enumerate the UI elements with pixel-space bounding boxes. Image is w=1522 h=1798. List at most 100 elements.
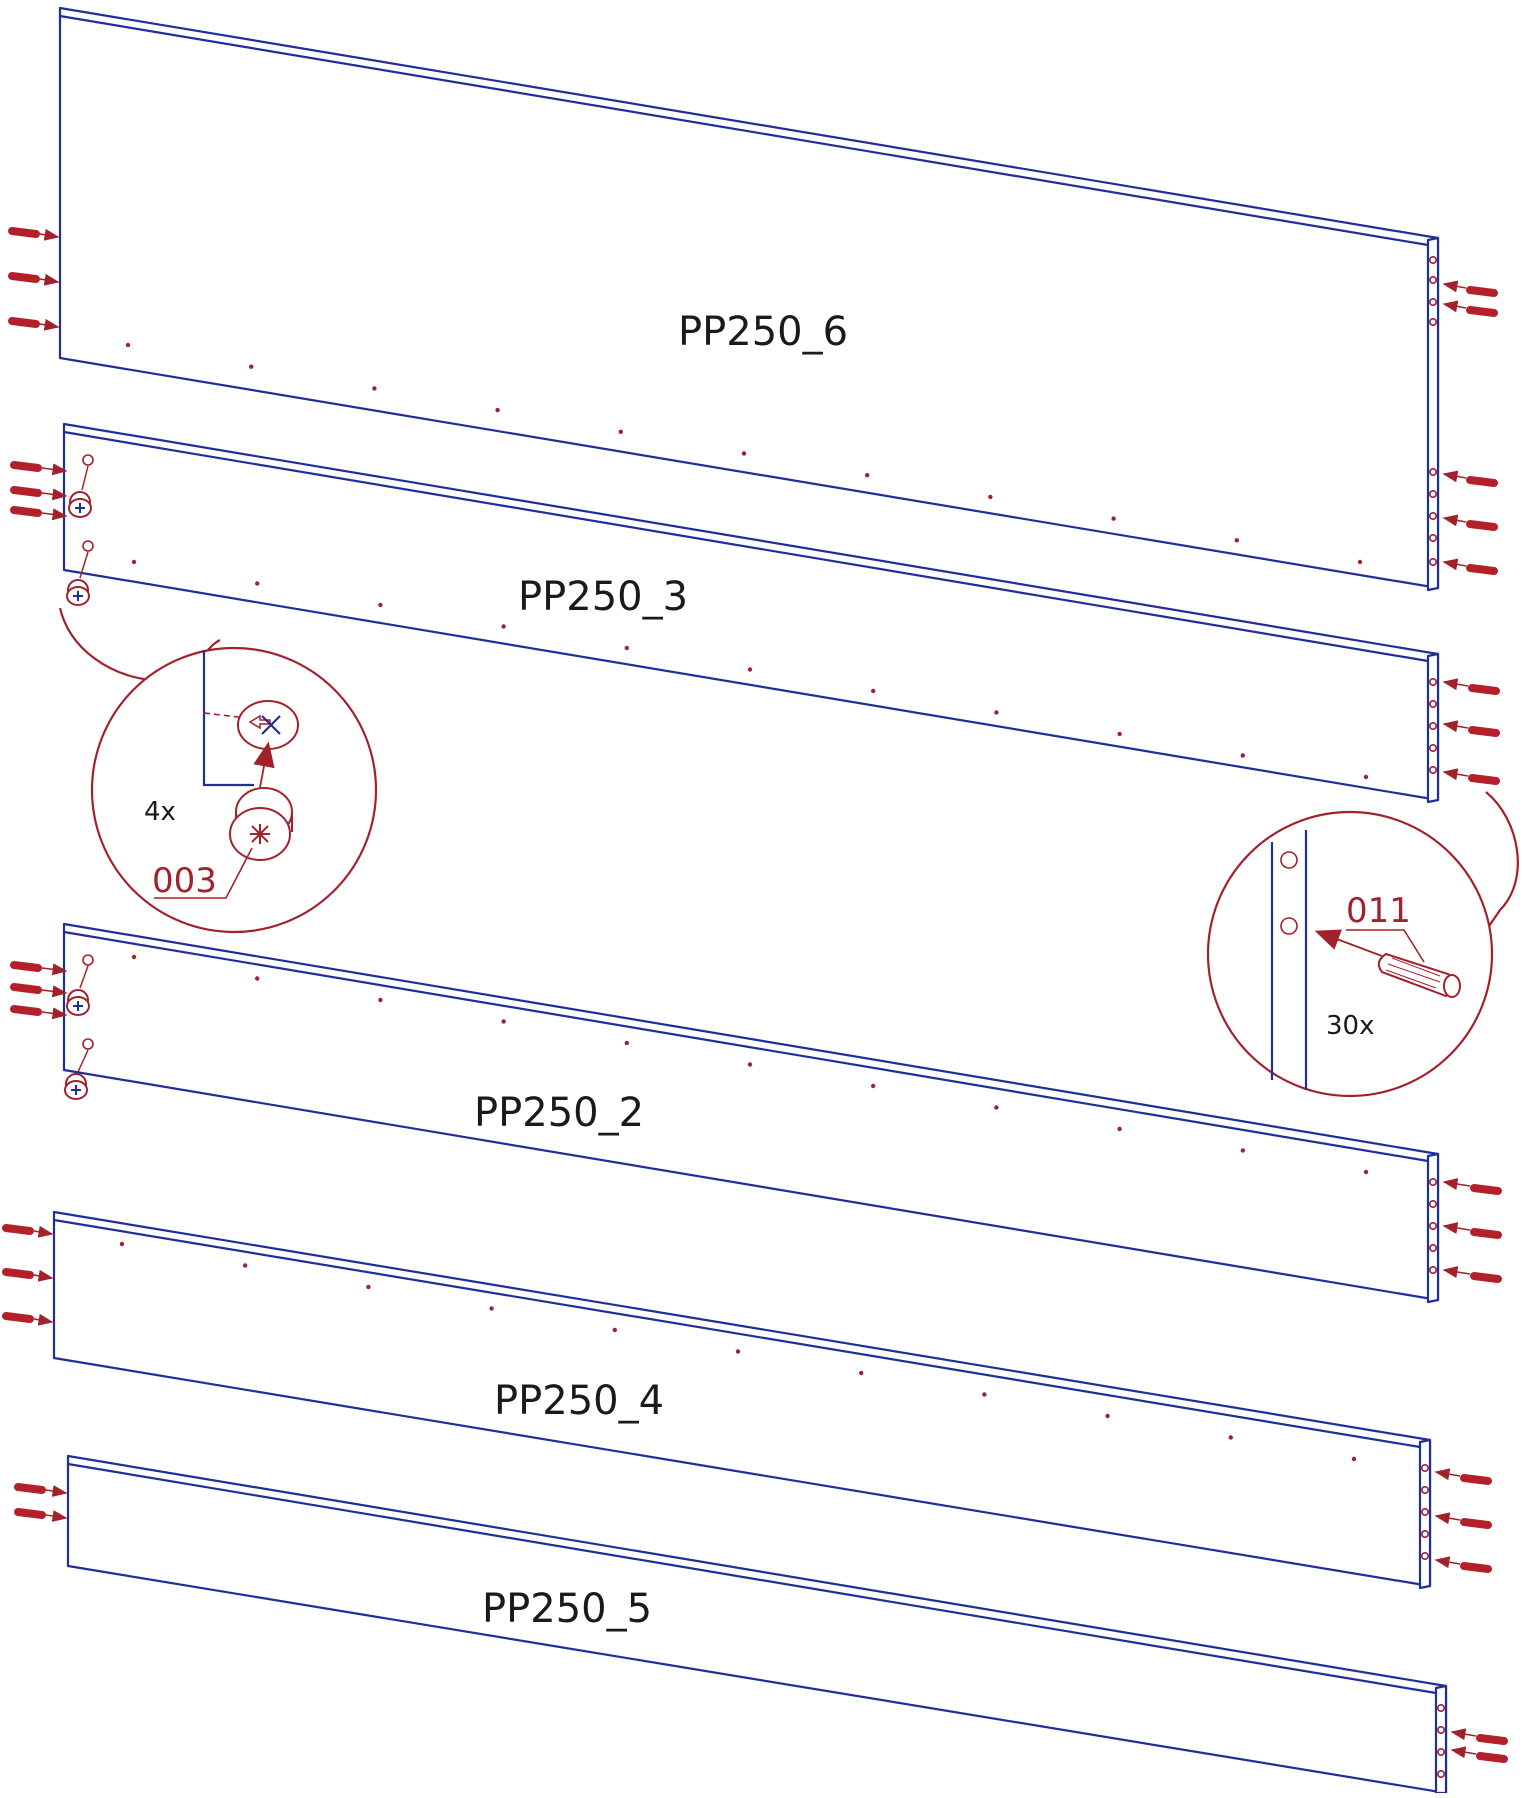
cam-quantity: 4x <box>144 797 176 827</box>
dowel-pin-icon <box>1468 774 1500 785</box>
panel-label-pp250-3: PP250_3 <box>518 574 688 620</box>
arrow-icon <box>1442 280 1467 293</box>
hole-dot <box>1117 1126 1122 1132</box>
panel-pp250-4: PP250_4 <box>52 1210 1432 1590</box>
hole-dot <box>255 581 260 586</box>
panel-pp250-5: PP250_5 <box>66 1454 1448 1795</box>
dowel-pin-icon <box>1466 520 1498 531</box>
dowel-pin-icon <box>10 461 42 472</box>
hole-dot <box>741 451 747 456</box>
cam-part-number: 003 <box>152 861 217 901</box>
dowel-part-number: 011 <box>1346 891 1411 931</box>
arrow-icon <box>45 1485 68 1497</box>
dowel-pin-icon <box>1470 1184 1502 1195</box>
dowel-pin-icon <box>1470 1228 1502 1239</box>
hole-dot <box>1228 1435 1234 1440</box>
dowel-pin-icon <box>1460 1474 1492 1485</box>
dowel-pin-icon <box>1468 726 1500 737</box>
arrow-icon <box>41 508 68 521</box>
end-hole <box>1437 1726 1446 1735</box>
dowel-quantity: 30x <box>1326 1011 1374 1041</box>
arrow-icon <box>1442 1266 1471 1278</box>
end-hole <box>1421 1530 1430 1539</box>
dowel-pin-icon <box>14 1483 46 1494</box>
arrow-icon <box>1450 1746 1477 1759</box>
arrow-icon <box>1442 1222 1471 1234</box>
hole-dot <box>988 494 993 500</box>
hole-dot <box>1363 774 1369 780</box>
hole-dot <box>366 1284 371 1290</box>
arrow-icon <box>1434 1468 1461 1481</box>
hole-dot <box>994 710 999 715</box>
end-hole <box>1437 1748 1446 1757</box>
end-hole <box>1429 1178 1438 1187</box>
end-hole <box>1437 1770 1446 1779</box>
panel-label-pp250-2: PP250_2 <box>474 1090 644 1136</box>
hole-dot <box>618 429 623 434</box>
cam-lock-icon <box>229 787 293 861</box>
end-hole <box>1429 511 1438 520</box>
hole-dot <box>489 1306 494 1311</box>
hole-dot <box>624 1040 629 1046</box>
dowel-detail-callout: 011 30x <box>1206 791 1519 1098</box>
hole-dot <box>1240 1148 1246 1153</box>
arrow-icon <box>1434 1512 1461 1525</box>
dowel-pin-icon <box>10 506 42 517</box>
hole-dot <box>372 386 377 391</box>
end-hole <box>1429 721 1438 730</box>
arrow-icon <box>41 1007 68 1020</box>
hole-dot <box>378 997 383 1003</box>
hole-dot <box>735 1349 741 1354</box>
panel-label-pp250-5: PP250_5 <box>482 1586 652 1632</box>
arrow-icon <box>39 228 60 241</box>
arrow-icon <box>1442 720 1469 733</box>
hole-dot <box>125 342 131 348</box>
dowel-pin-icon <box>10 983 42 994</box>
hole-dot <box>119 1241 125 1247</box>
end-hole <box>1429 1222 1438 1231</box>
dowel-pins <box>2 227 1508 1763</box>
arrow-icon <box>41 985 68 998</box>
cam-fitting-icon <box>66 954 94 1016</box>
end-hole <box>1429 1200 1438 1209</box>
hole-dot <box>243 1263 248 1268</box>
end-hole <box>1429 533 1438 542</box>
cam-fitting-icon <box>66 540 94 606</box>
dowel-pin-icon <box>10 1005 42 1016</box>
panel-label-pp250-6: PP250_6 <box>678 309 848 355</box>
hole-dot <box>865 473 870 478</box>
hole-dot <box>982 1392 987 1397</box>
end-hole <box>1429 1244 1438 1253</box>
arrow-icon <box>1434 1556 1461 1569</box>
arrow-icon <box>1442 678 1469 691</box>
dowel-pin-icon <box>1466 564 1498 575</box>
panel-pp250-3: PP250_3 <box>62 422 1440 804</box>
end-hole <box>1429 317 1438 326</box>
dowel-pin-icon <box>2 1312 34 1323</box>
hole-dot <box>131 559 137 565</box>
dowel-pin-icon <box>10 486 42 497</box>
hole-dot <box>612 1327 617 1333</box>
dowel-pin-icon <box>2 1268 34 1279</box>
arrow-icon <box>1442 558 1467 571</box>
end-hole <box>1429 677 1438 686</box>
end-hole <box>1437 1704 1446 1713</box>
panel-pp250-2: PP250_2 <box>62 922 1440 1304</box>
end-hole <box>1429 557 1438 566</box>
arrow-icon <box>33 1313 54 1326</box>
hole-dot <box>1234 538 1240 543</box>
dowel-pin-icon <box>1466 306 1498 317</box>
arrow-icon <box>39 318 60 331</box>
end-hole <box>1429 467 1438 476</box>
arrow-icon <box>45 1510 68 1522</box>
arrow-icon <box>1442 300 1467 313</box>
end-hole <box>1429 743 1438 752</box>
dowel-pin-icon <box>1468 684 1500 695</box>
dowel-pin-icon <box>8 227 40 238</box>
arrow-icon <box>1442 470 1467 483</box>
arrow-icon <box>1442 514 1467 527</box>
hole-dot <box>1363 1169 1369 1175</box>
arrow-icon <box>41 963 68 976</box>
end-face-holes <box>1421 255 1446 1779</box>
arrow-icon <box>41 463 68 476</box>
